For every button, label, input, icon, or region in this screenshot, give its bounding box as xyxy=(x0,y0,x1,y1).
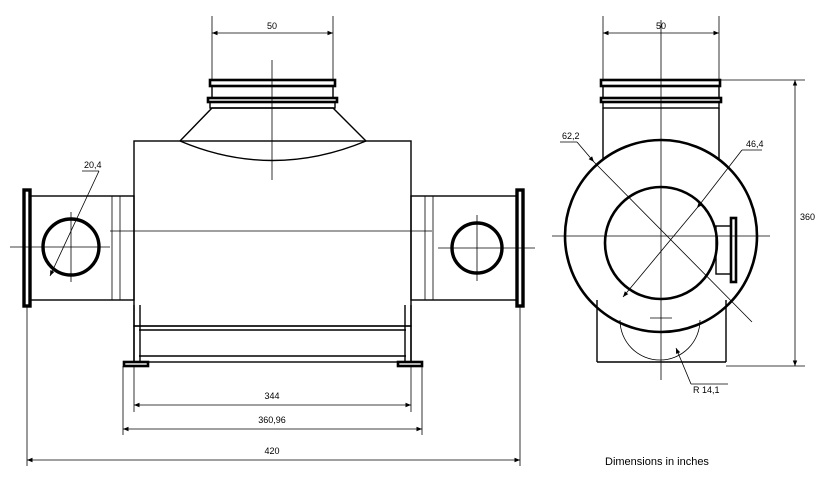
right-foot xyxy=(396,360,424,368)
dim-front-top-width: 50 xyxy=(267,21,277,31)
dim-base-outer-length: 360,96 xyxy=(258,415,286,425)
units-caption: Dimensions in inches xyxy=(605,456,709,468)
dim-overall-length: 420 xyxy=(264,446,279,456)
left-foot xyxy=(122,360,150,368)
dim-side-nozzle-diameter: 20,4 xyxy=(84,160,102,170)
tank-body xyxy=(133,140,412,327)
dim-side-top-width: 50 xyxy=(656,21,666,31)
front-view: 50 20,4 344 360,96 420 xyxy=(10,16,535,466)
base-frame xyxy=(122,305,424,368)
dim-base-inner-length: 344 xyxy=(264,391,279,401)
top-cone xyxy=(179,107,367,142)
right-nozzle xyxy=(410,188,535,308)
dim-bottom-radius: R 14,1 xyxy=(693,385,720,395)
dim-outer-diameter: 62,2 xyxy=(562,131,580,141)
left-nozzle xyxy=(10,188,135,308)
dim-inner-diameter: 46,4 xyxy=(746,139,764,149)
dim-overall-height: 360 xyxy=(800,212,815,222)
side-view: 62,2 46,4 R 14,1 50 360 xyxy=(552,16,815,395)
